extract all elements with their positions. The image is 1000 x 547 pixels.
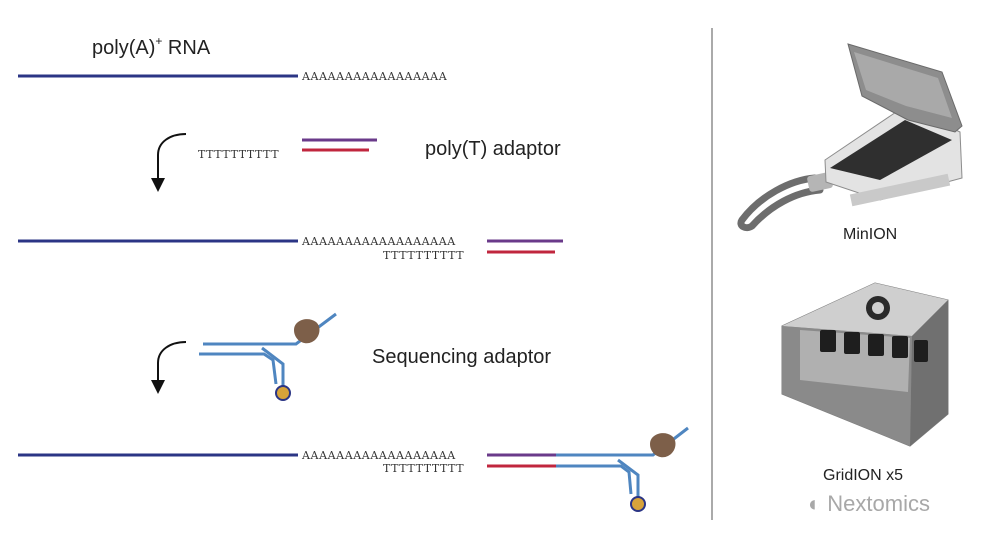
rna-title: poly(A)+ RNA <box>92 34 210 60</box>
watermark-text: Nextomics <box>827 491 930 516</box>
sequencing-adaptor-label: Sequencing adaptor <box>372 346 552 368</box>
sequencing-adaptor-graphic <box>199 312 337 401</box>
polya-seq-3: AAAAAAAAAAAAAAAAAA <box>301 449 456 462</box>
wechat-icon: ◐ <box>808 491 822 516</box>
polyt-adaptor-label: poly(T) adaptor <box>425 138 561 160</box>
motor-protein-icon <box>650 433 676 458</box>
polya-seq-1: AAAAAAAAAAAAAAAAA <box>301 70 448 83</box>
rna-title-tail: RNA <box>162 37 211 59</box>
gridion-label: GridION x5 <box>823 467 904 484</box>
watermark: ◐Nextomics <box>808 491 930 517</box>
gridion-device-icon <box>781 282 949 447</box>
tether-bead-icon <box>275 385 291 401</box>
rna-title-main: poly(A) <box>92 37 156 59</box>
motor-protein-icon <box>294 319 320 344</box>
polya-seq-2: AAAAAAAAAAAAAAAAAA <box>301 235 456 248</box>
curved-down-arrow-icon <box>151 341 187 394</box>
minion-device-icon <box>737 43 963 232</box>
polyt-seq-1: TTTTTTTTTT <box>198 148 279 161</box>
tether-bead-icon <box>630 496 646 512</box>
rna-title-superscript: + <box>155 34 163 48</box>
ligated-sequencing-adaptor <box>556 426 689 512</box>
minion-label: MinION <box>843 226 898 243</box>
polyt-seq-3: TTTTTTTTTT <box>383 462 464 475</box>
polyt-seq-2: TTTTTTTTTT <box>383 249 464 262</box>
curved-down-arrow-icon <box>151 133 187 192</box>
